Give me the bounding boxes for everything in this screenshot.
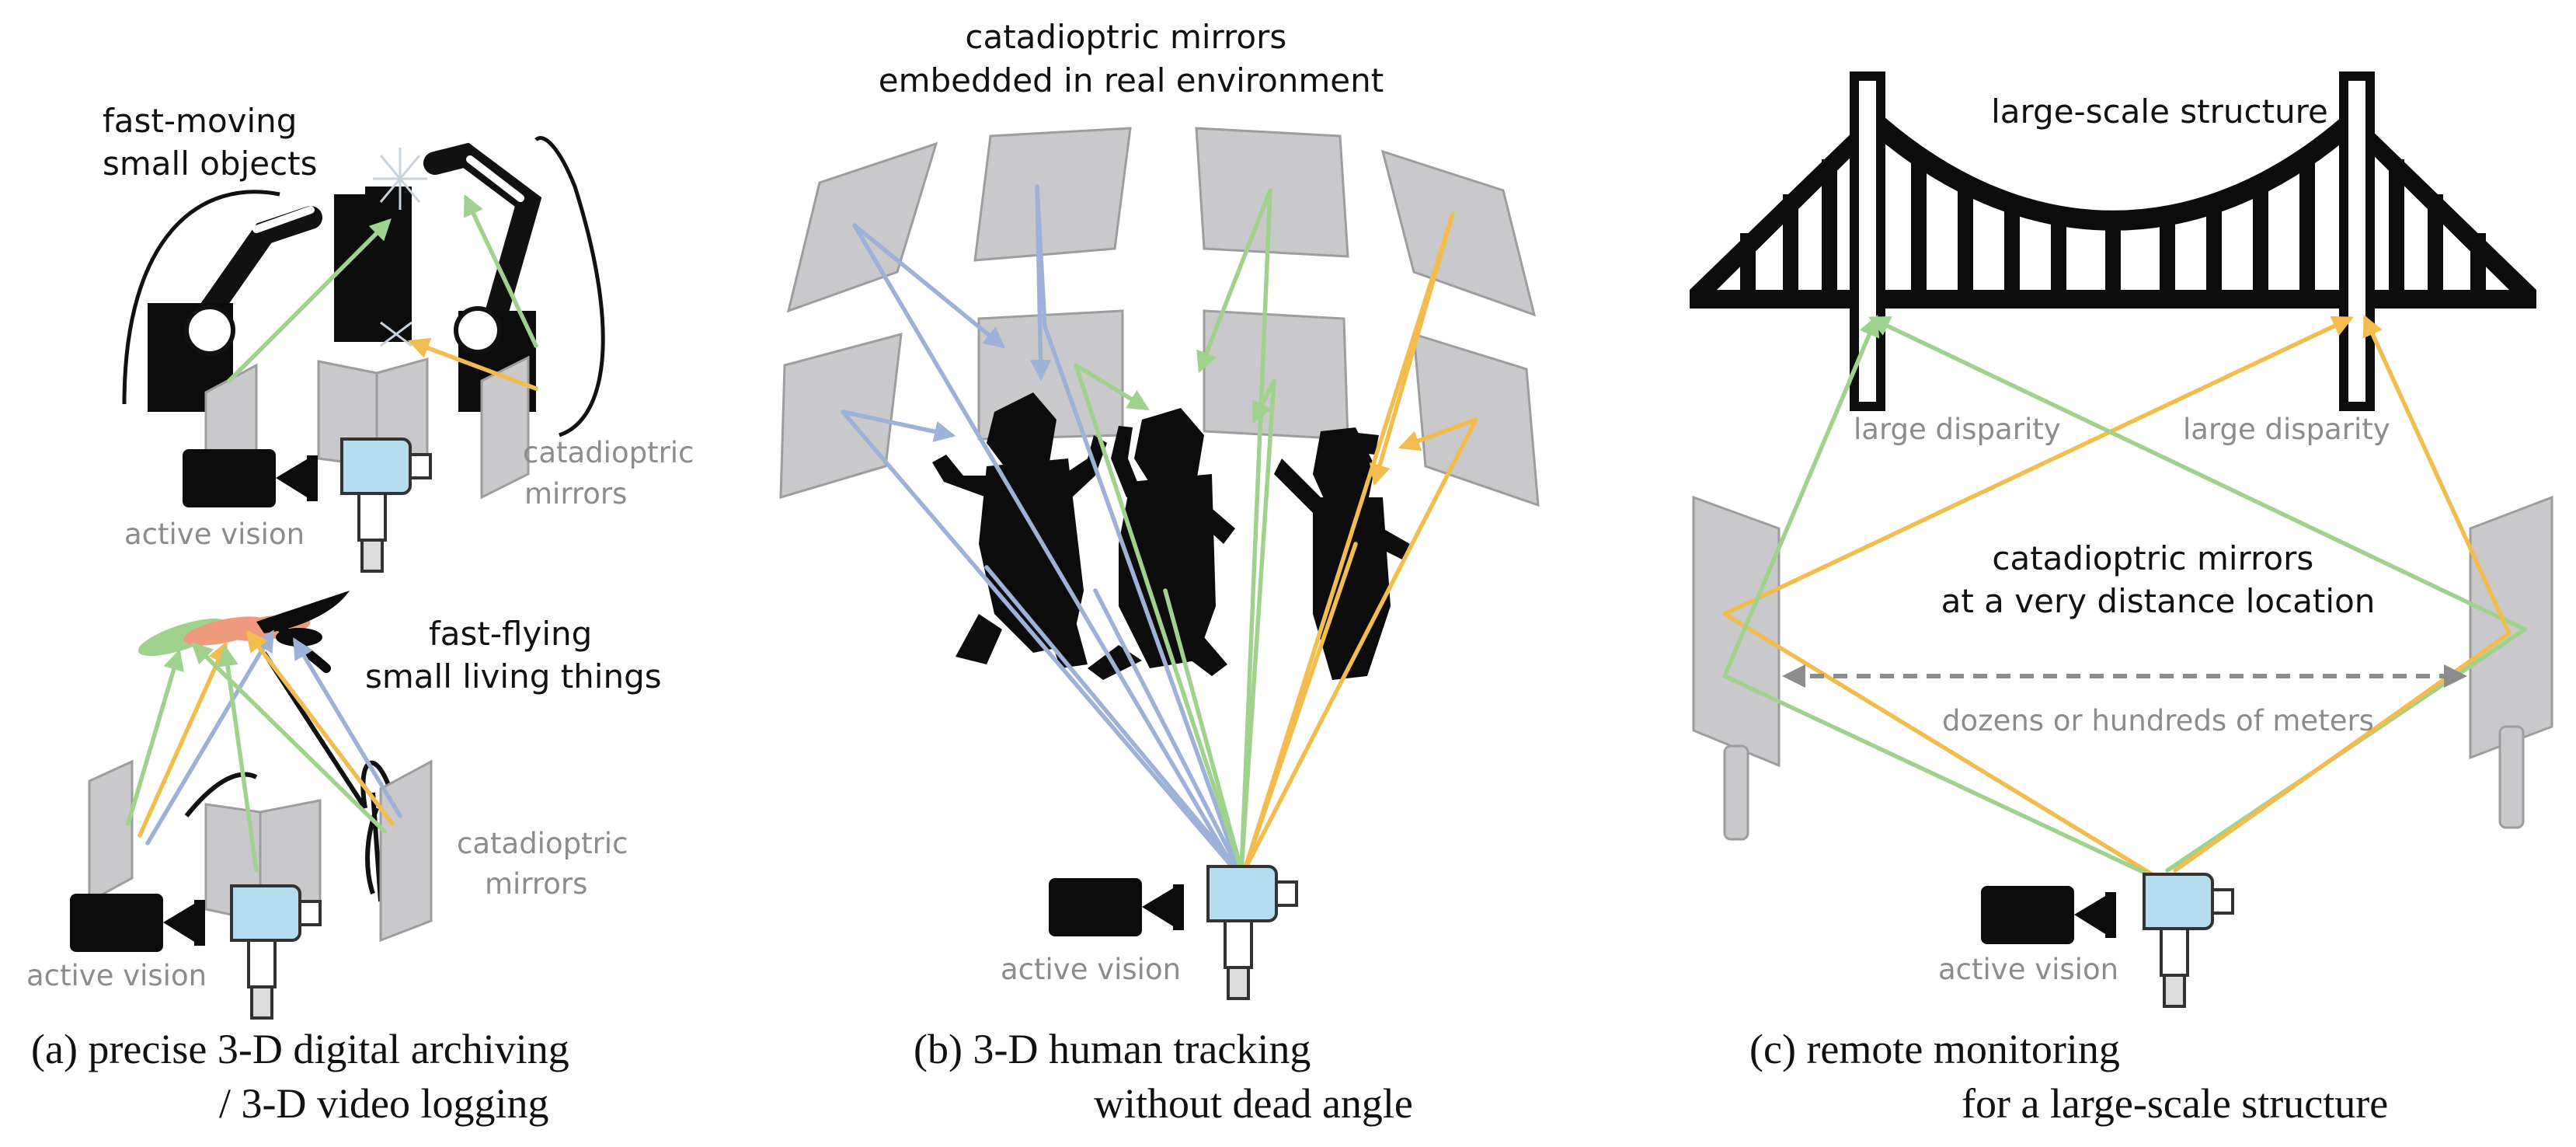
label-a-top-mirrors: catadioptric mirrors [523,436,703,511]
ray-orange [138,640,228,838]
label-disparity-right: large disparity [2183,413,2390,446]
caption-a: (a) precise 3-D digital archiving / 3-D … [31,1026,580,1127]
mirror-b-1 [786,141,938,313]
bridge-icon [1690,71,2536,411]
panel-b-title: catadioptric mirrors embedded in real en… [879,18,1384,99]
ray-green [1074,363,1244,873]
mirror-post-left [1723,744,1749,841]
ray-green [1163,588,1244,873]
ray-blue [1029,184,1241,873]
panel-a: fast-moving small objects catadioptric m… [26,102,703,1127]
ray-blue [145,629,274,845]
mirror-a-bottom-left [88,759,134,904]
bridge-tower-right [2339,71,2375,411]
spark-icon [373,148,427,347]
ray-orange [1242,542,1358,873]
bridge-deck [1690,290,2536,309]
ray-orange [1722,316,2354,877]
mirror-post-right [2498,725,2525,829]
rays-green [1074,188,1276,873]
human-silhouette-center [1088,408,1235,680]
mirror-c-right [2469,495,2553,760]
ray-green [126,648,184,826]
panel-a-top-scene [122,136,605,573]
projector-icon [1981,886,2116,944]
ray-orange [407,337,538,391]
label-b-active-vision: active vision [1001,953,1181,986]
panel-c: large-scale structure large disparity la… [1690,71,2553,1127]
rays-blue [841,184,1241,873]
ray-orange [1242,211,1455,873]
caption-c: (c) remote monitoring for a large-scale … [1749,1026,2388,1127]
caption-b: (b) 3-D human tracking without dead angl… [914,1026,1413,1127]
mirror-a-top-right [480,355,530,500]
ray-orange [1242,417,1478,873]
ray-blue [852,223,1238,873]
mirror-b-7 [1203,309,1349,441]
ray-blue [293,637,402,818]
mirror-a-bottom-right [379,759,433,943]
panel-b: catadioptric mirrors embedded in real en… [779,18,1540,1127]
camera-icon [1206,865,1298,1000]
insects-icon [138,591,350,673]
label-disparity-left: large disparity [1854,413,2061,446]
mirror-c-left [1692,495,1781,768]
mirror-b-5 [779,332,903,500]
label-c-active-vision: active vision [1938,953,2118,986]
ray-green [1196,188,1272,873]
ray-blue [1093,588,1241,873]
label-fast-moving: fast-moving small objects [103,102,318,183]
label-a-bottom-active-vision: active vision [26,959,207,992]
ray-green [463,194,538,348]
bridge-tower-left [1850,71,1885,411]
ray-orange [2173,314,2512,873]
panel-a-bottom-scene [70,591,433,1020]
camera-icon [2143,873,2234,1008]
ray-blue [841,410,1238,873]
cable-left [122,190,280,405]
label-fast-flying: fast-flying small living things [365,615,662,696]
label-distance: dozens or hundreds of meters [1942,704,2374,737]
rays-orange [1242,211,1478,873]
human-silhouette-right [1274,427,1410,680]
projector-icon [1049,878,1184,936]
bridge-hangers [1740,159,2486,290]
mirror-b-2 [973,127,1132,262]
ray-green [1239,378,1276,873]
ray-orange [245,629,395,826]
camera-icon [230,884,322,1020]
camera-icon [340,438,432,573]
cable-right [534,136,605,438]
ray-green [1722,314,2150,877]
ray-green [227,218,392,383]
label-large-scale-structure: large-scale structure [1991,92,2328,131]
mirror-b-4 [1380,149,1537,317]
projector-icon [183,449,318,507]
label-c-mirrors: catadioptric mirrors at a very distance … [1941,539,2376,620]
ray-green [217,644,259,873]
label-a-top-active-vision: active vision [124,518,305,551]
projector-icon [70,894,205,952]
ray-green [191,642,387,834]
robot-arm-left [198,206,322,322]
ray-blue [984,565,1241,873]
label-a-bottom-mirrors: catadioptric mirrors [457,827,637,901]
